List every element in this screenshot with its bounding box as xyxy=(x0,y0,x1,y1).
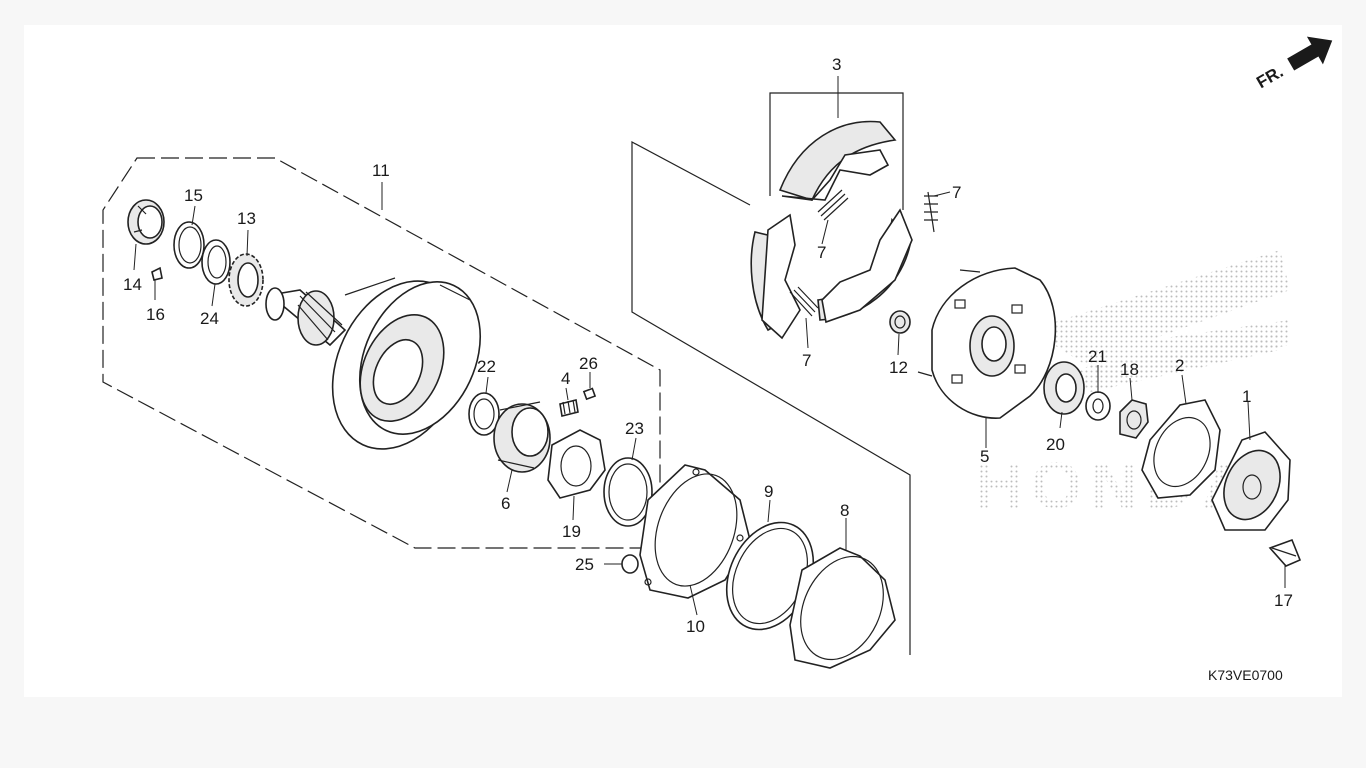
part-label-6: 6 xyxy=(501,494,510,513)
outer-clutch-housing xyxy=(265,277,482,450)
part-label-17: 17 xyxy=(1274,591,1293,610)
honda-watermark: HONDA xyxy=(975,250,1290,522)
drive-gear-13 xyxy=(228,253,264,307)
part-label-12: 12 xyxy=(889,358,908,377)
part-label-13: 13 xyxy=(237,209,256,228)
assembly-group-3-bracket xyxy=(769,92,904,210)
gasket-8 xyxy=(789,547,896,669)
nut-18 xyxy=(1119,399,1149,439)
pin-16 xyxy=(151,266,163,281)
part-label-15: 15 xyxy=(184,186,203,205)
clip-25 xyxy=(621,554,639,574)
diagram-code: K73VE0700 xyxy=(1208,667,1283,683)
front-direction-indicator: FR. xyxy=(1253,36,1333,92)
bolt-17 xyxy=(1268,538,1302,567)
drive-plate-5 xyxy=(917,267,1057,419)
part-label-1: 1 xyxy=(1242,387,1251,406)
part-label-10: 10 xyxy=(686,617,705,636)
part-label-21: 21 xyxy=(1088,347,1107,366)
part-label-23: 23 xyxy=(625,419,644,438)
part-label-3: 3 xyxy=(832,55,841,74)
spring-7a xyxy=(817,189,849,221)
part-label-8: 8 xyxy=(840,501,849,520)
clutch-shoe-set-3 xyxy=(750,120,913,340)
collar-12 xyxy=(889,310,911,334)
one-way-bearing-20 xyxy=(1043,361,1085,415)
washer-21 xyxy=(1085,391,1111,421)
part-label-9: 9 xyxy=(764,482,773,501)
part-label-25: 25 xyxy=(575,555,594,574)
part-label-7c: 7 xyxy=(802,351,811,370)
part-number-labels: 1 2 3 4 5 6 7 7 7 8 9 10 11 12 13 14 15 … xyxy=(123,55,1293,636)
part-label-22: 22 xyxy=(477,357,496,376)
one-way-clutch-6 xyxy=(493,401,551,473)
bearing-cap xyxy=(127,199,165,245)
snap-ring-23 xyxy=(603,457,653,527)
clutch-cover-1 xyxy=(1211,431,1291,531)
leader-lines xyxy=(133,76,1286,616)
part-label-18: 18 xyxy=(1120,360,1139,379)
part-label-24: 24 xyxy=(200,309,219,328)
part-label-20: 20 xyxy=(1046,435,1065,454)
part-label-7b: 7 xyxy=(817,243,826,262)
assembly-group-shoes-outline xyxy=(631,140,911,655)
front-direction-label: FR. xyxy=(1253,62,1286,92)
cover-gasket-2 xyxy=(1141,399,1221,499)
part-label-16: 16 xyxy=(146,305,165,324)
pin-26 xyxy=(582,387,597,401)
part-label-19: 19 xyxy=(562,522,581,541)
spring-7b xyxy=(789,286,819,317)
assembly-group-11-outline xyxy=(102,157,661,549)
side-plate-19 xyxy=(547,429,606,499)
part-label-14: 14 xyxy=(123,275,142,294)
part-label-4: 4 xyxy=(561,369,570,388)
part-label-26: 26 xyxy=(579,354,598,373)
front-arrow-icon xyxy=(1287,36,1333,71)
spring-7c xyxy=(924,191,938,233)
part-label-5: 5 xyxy=(980,447,989,466)
part-label-2: 2 xyxy=(1175,356,1184,375)
part-label-7a: 7 xyxy=(952,183,961,202)
part-label-11: 11 xyxy=(372,161,390,180)
